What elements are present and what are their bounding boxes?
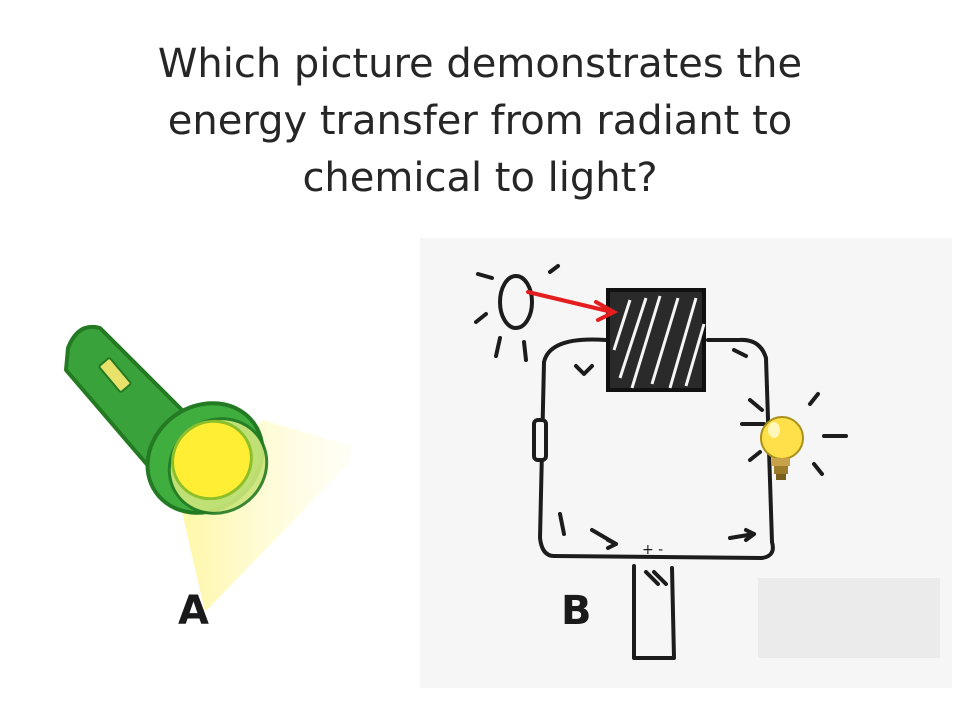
question-text: Which picture demonstrates the energy tr… bbox=[120, 36, 840, 207]
question-line-2: energy transfer from radiant to bbox=[167, 98, 793, 144]
question-line-3: chemical to light? bbox=[302, 155, 658, 201]
option-a-label: A bbox=[178, 588, 209, 634]
answer-cover-box bbox=[758, 578, 940, 658]
light-bulb-icon bbox=[760, 416, 804, 480]
flashlight-icon bbox=[64, 325, 352, 610]
svg-text:+ -: + - bbox=[642, 542, 663, 558]
question-line-1: Which picture demonstrates the bbox=[157, 41, 803, 87]
sun-icon bbox=[498, 274, 534, 330]
radiant-arrow bbox=[526, 290, 619, 322]
solar-circuit-sketch: + - bbox=[420, 238, 952, 688]
solar-panel-icon bbox=[606, 288, 706, 392]
option-b-label: B bbox=[561, 588, 592, 634]
